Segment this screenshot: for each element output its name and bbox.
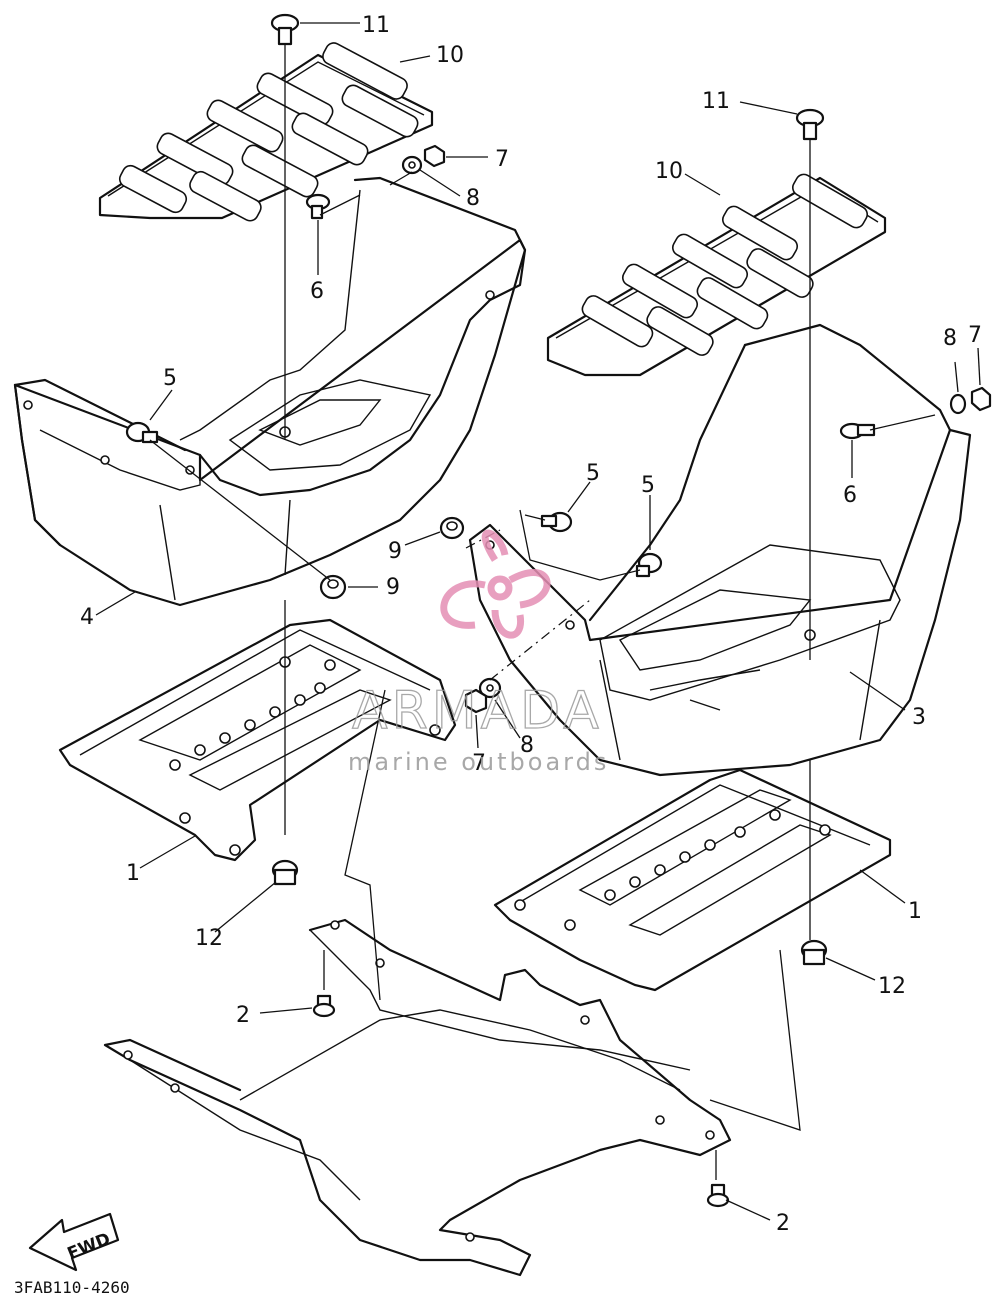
callout-7-top: 7 [495,147,509,172]
callout-10-left: 10 [436,43,464,68]
part-code: 3FAB110-4260 [14,1278,130,1297]
watermark-propeller-logo [440,529,551,639]
watermark-tagline: marine outboards [348,748,609,776]
callout-1-right: 1 [908,899,922,924]
callout-1-left: 1 [126,861,140,886]
watermark-brand: ARMADA [352,681,603,741]
nut-7-right [970,386,992,412]
callout-8-right: 8 [943,326,957,351]
frame-reference [103,918,732,1277]
bolt-6-left [305,193,331,220]
callout-labels: 11 10 11 10 7 8 6 5 8 7 6 5 5 9 9 4 3 8 … [80,13,982,1236]
callout-8-top: 8 [466,186,480,211]
callout-9-lower: 9 [386,575,400,600]
bolt-11-right [795,108,825,141]
callout-7-mid: 7 [472,751,486,776]
callout-4: 4 [80,605,94,630]
callout-12-left: 12 [195,926,223,951]
callout-9-upper: 9 [388,539,402,564]
left-footrest-tread [98,42,434,222]
bolt-5-right [635,552,663,578]
callout-3: 3 [912,705,926,730]
callout-6-left: 6 [310,279,324,304]
callout-8-mid: 8 [520,733,534,758]
nut-7-mid [464,688,488,714]
washer-8-mid [478,677,502,699]
callout-11-right: 11 [702,89,730,114]
washer-8-right [949,393,967,415]
grommet-9-lower [319,574,347,600]
bolt-6-right [839,422,876,440]
bolt-5-mid [540,511,573,533]
callout-7-right: 7 [968,323,982,348]
callout-5-mid: 5 [586,461,600,486]
bolt-2-right [706,1183,730,1208]
right-footrest-tread [546,173,887,377]
nut-7-top [423,144,446,168]
callout-11-left: 11 [362,13,390,38]
callout-2-right: 2 [776,1211,790,1236]
callout-10-right: 10 [655,159,683,184]
grommet-9-upper [439,516,465,540]
right-footrest-body [468,323,972,777]
bolt-11-left [270,13,300,46]
grommet-12-left [271,859,299,886]
callout-5-left: 5 [163,366,177,391]
watermark: ARMADA marine outboards [348,529,609,776]
left-footrest-body [13,176,527,607]
callout-5-right: 5 [641,473,655,498]
grommet-12-right [800,939,828,966]
forward-direction-arrow: FWD [28,1212,120,1272]
washer-8-top [401,155,423,175]
callout-6-right: 6 [843,483,857,508]
assembly-lines [149,44,936,1180]
callout-leaders [95,22,981,1221]
callout-2-left: 2 [236,1003,250,1028]
right-footrest-bracket [493,768,892,992]
bolt-5-left [125,421,159,444]
callout-12-right: 12 [878,974,906,999]
bolt-2-left [312,994,336,1018]
fasteners [125,13,992,1208]
left-footrest-bracket [58,618,457,862]
